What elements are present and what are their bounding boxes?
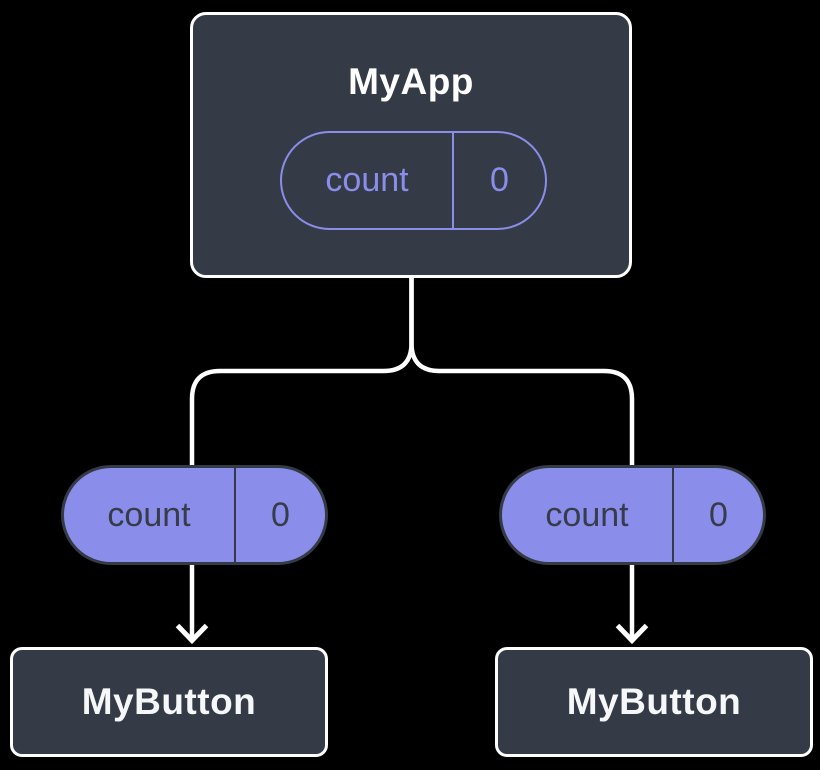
prop-value-label: 0 bbox=[271, 495, 290, 534]
pill-divider bbox=[452, 133, 454, 228]
arrowhead-left-icon bbox=[175, 623, 209, 645]
branch-line-right bbox=[409, 275, 635, 470]
state-name-label: count bbox=[325, 161, 409, 199]
prop-name-label: count bbox=[107, 495, 191, 534]
prop-value-label: 0 bbox=[709, 495, 728, 534]
root-state-pill: count 0 bbox=[280, 131, 547, 230]
state-value-label: 0 bbox=[490, 161, 509, 199]
pill-divider bbox=[234, 468, 236, 562]
root-component-title: MyApp bbox=[348, 61, 474, 102]
pill-divider bbox=[672, 468, 674, 562]
prop-pill-right: count 0 bbox=[499, 465, 766, 565]
child-component-box-right: MyButton bbox=[495, 647, 813, 757]
branch-line-left bbox=[189, 275, 414, 470]
arrow-right bbox=[615, 556, 649, 645]
arrow-left bbox=[175, 556, 209, 645]
prop-pill-left: count 0 bbox=[61, 465, 328, 565]
prop-name-label: count bbox=[545, 495, 629, 534]
child-component-box-left: MyButton bbox=[10, 647, 328, 757]
root-component-box: MyApp count 0 bbox=[190, 12, 632, 278]
child-component-title: MyButton bbox=[566, 681, 742, 722]
arrowhead-right-icon bbox=[615, 623, 649, 645]
child-component-title: MyButton bbox=[81, 681, 257, 722]
